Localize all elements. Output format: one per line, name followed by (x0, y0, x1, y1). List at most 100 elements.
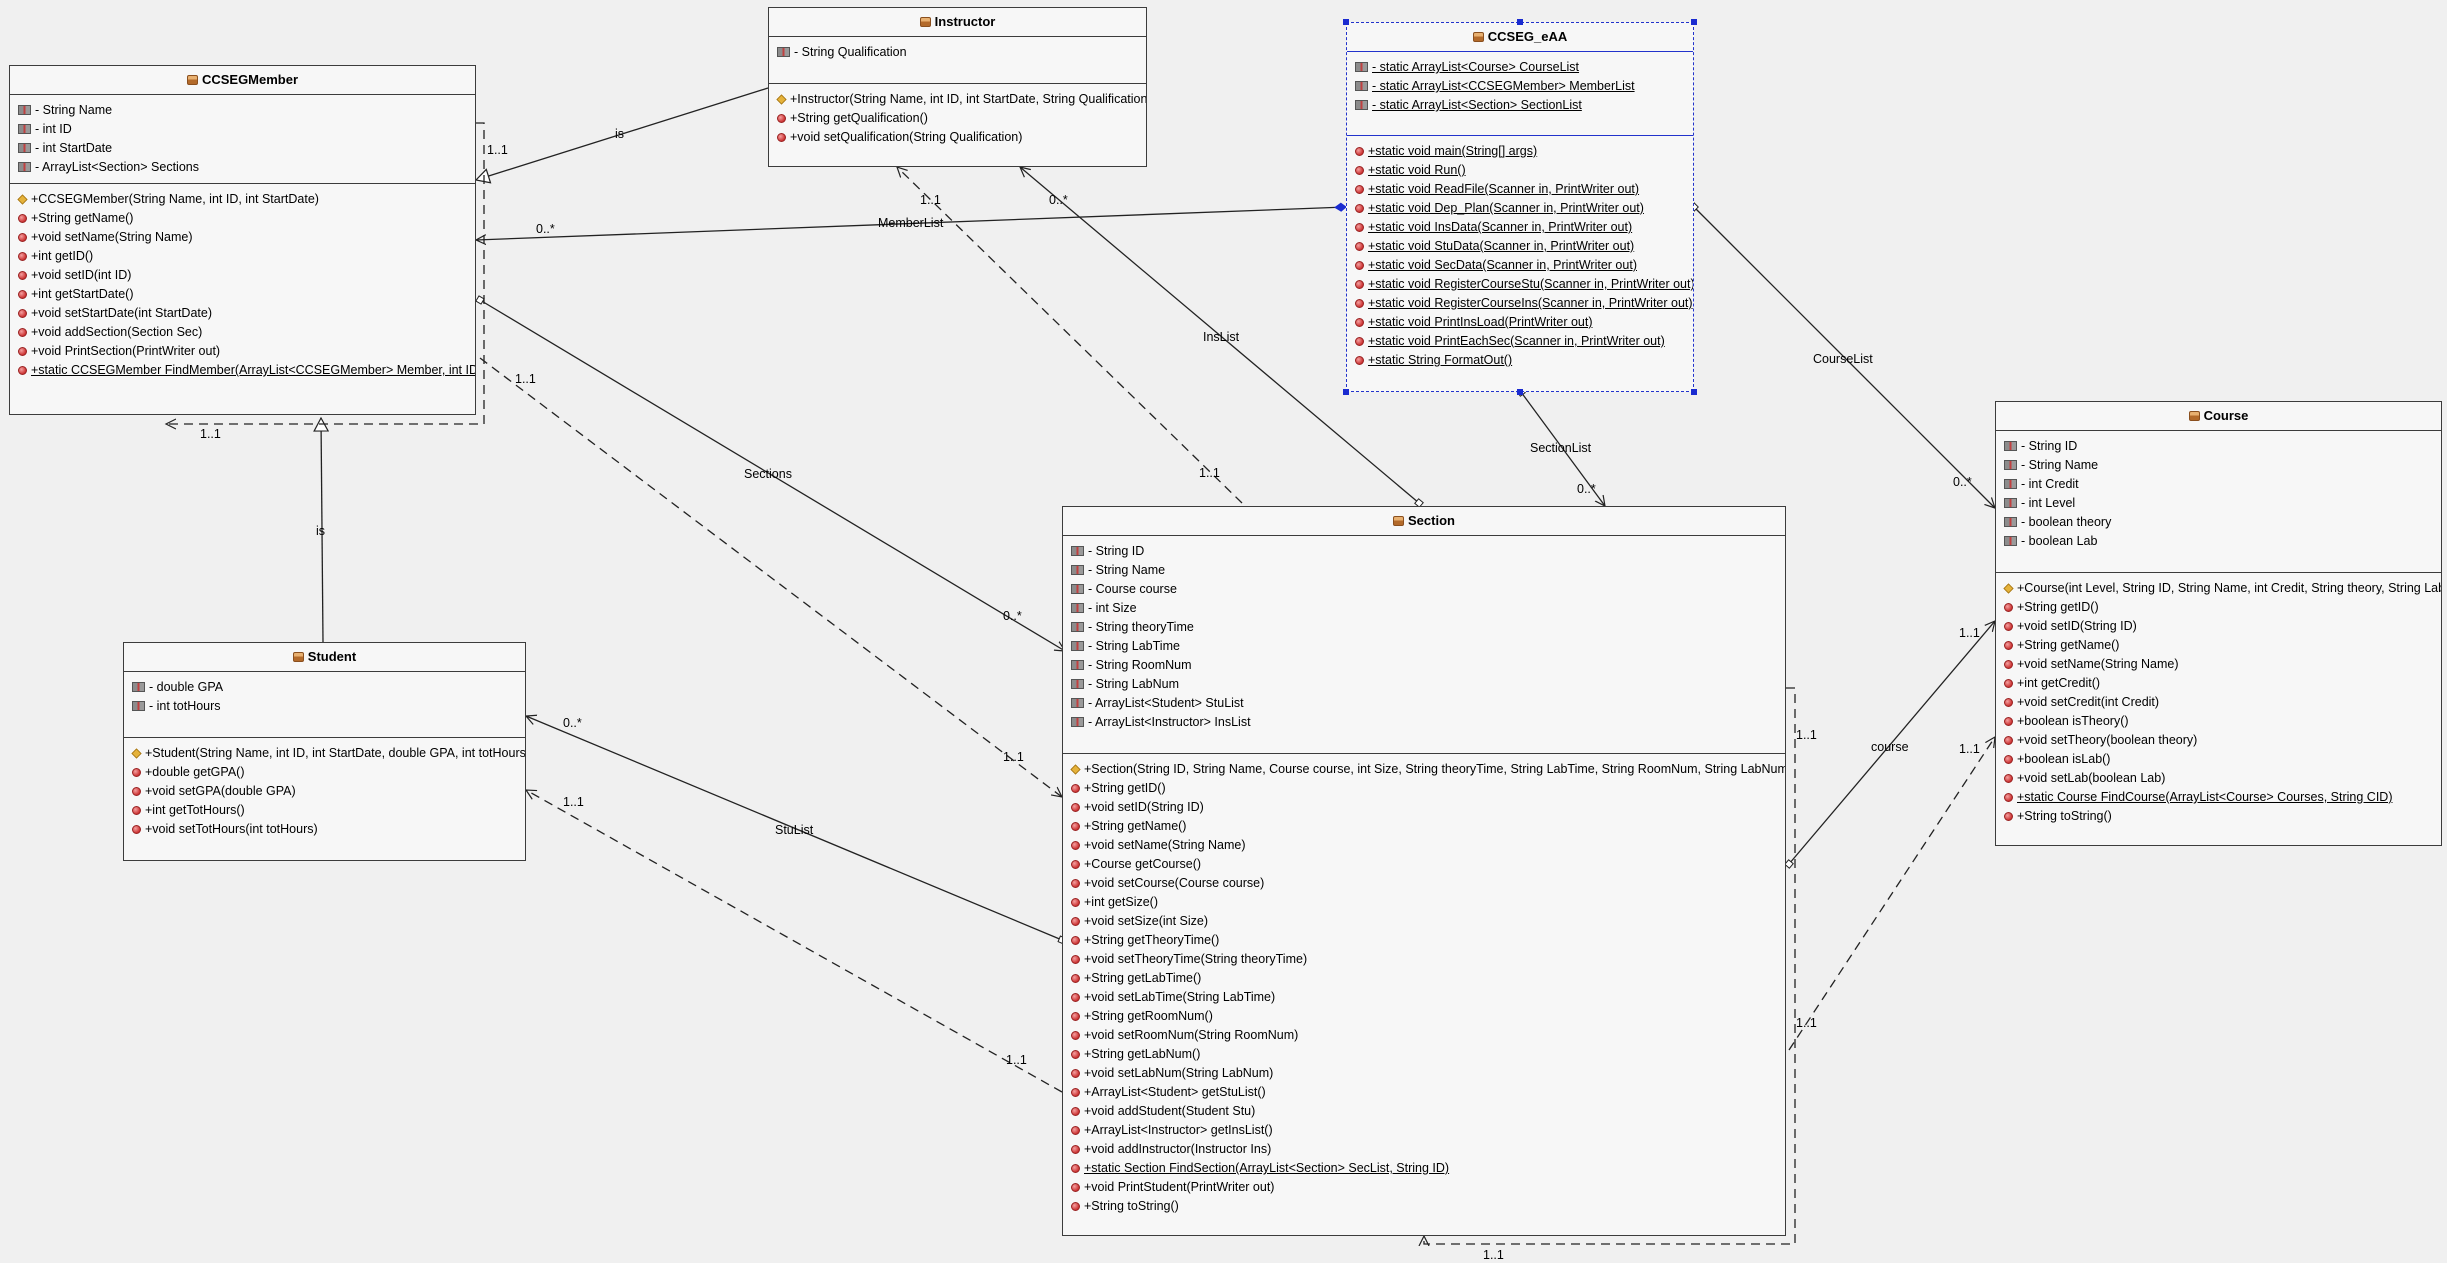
attribute-row[interactable]: - String RoomNum (1071, 656, 1779, 675)
method-row[interactable]: +boolean isTheory() (2004, 712, 2435, 731)
attribute-row[interactable]: - double GPA (132, 678, 519, 697)
constructor-row[interactable]: +Student(String Name, int ID, int StartD… (131, 744, 525, 763)
method-row[interactable]: +int getTotHours() (132, 801, 519, 820)
attribute-row[interactable]: - int ID (18, 120, 469, 139)
class-course[interactable]: Course - String ID- String Name- int Cre… (1995, 401, 2442, 846)
method-row[interactable]: +void PrintSection(PrintWriter out) (18, 342, 469, 361)
attribute-row[interactable]: - boolean theory (2004, 513, 2435, 532)
method-row[interactable]: +void PrintStudent(PrintWriter out) (1071, 1178, 1779, 1197)
method-row[interactable]: +double getGPA() (132, 763, 519, 782)
selection-handle[interactable] (1691, 389, 1697, 395)
method-row[interactable]: +static void RegisterCourseStu(Scanner i… (1355, 275, 1693, 294)
attribute-row[interactable]: - static ArrayList<CCSEGMember> MemberLi… (1355, 77, 1687, 96)
attribute-row[interactable]: - Course course (1071, 580, 1779, 599)
method-row[interactable]: +static void ReadFile(Scanner in, PrintW… (1355, 180, 1687, 199)
method-row[interactable]: +void setLab(boolean Lab) (2004, 769, 2435, 788)
method-row[interactable]: +Course getCourse() (1071, 855, 1779, 874)
method-row[interactable]: +static void StuData(Scanner in, PrintWr… (1355, 237, 1687, 256)
method-row[interactable]: +ArrayList<Student> getStuList() (1071, 1083, 1779, 1102)
method-row[interactable]: +void setRoomNum(String RoomNum) (1071, 1026, 1779, 1045)
attribute-row[interactable]: - String Qualification (777, 43, 1140, 62)
class-instructor[interactable]: Instructor - String Qualification +Instr… (768, 7, 1147, 167)
method-row[interactable]: +void setGPA(double GPA) (132, 782, 519, 801)
constructor-row[interactable]: +CCSEGMember(String Name, int ID, int St… (17, 190, 469, 209)
method-row[interactable]: +String getName() (2004, 636, 2435, 655)
attribute-row[interactable]: - String Name (18, 101, 469, 120)
method-row[interactable]: +void setID(String ID) (2004, 617, 2435, 636)
class-section[interactable]: Section - String ID- String Name- Course… (1062, 506, 1786, 1236)
attribute-row[interactable]: - int totHours (132, 697, 519, 716)
method-row[interactable]: +String getLabTime() (1071, 969, 1779, 988)
class-ccseg-eaa[interactable]: CCSEG_eAA - static ArrayList<Course> Cou… (1346, 22, 1694, 392)
constructor-row[interactable]: +Instructor(String Name, int ID, int Sta… (776, 90, 1146, 109)
selection-handle[interactable] (1517, 389, 1523, 395)
attribute-row[interactable]: - int StartDate (18, 139, 469, 158)
method-row[interactable]: +static Section FindSection(ArrayList<Se… (1071, 1159, 1779, 1178)
method-row[interactable]: +void addStudent(Student Stu) (1071, 1102, 1779, 1121)
method-row[interactable]: +void setQualification(String Qualificat… (777, 128, 1140, 147)
attribute-row[interactable]: - ArrayList<Student> StuList (1071, 694, 1779, 713)
method-row[interactable]: +static void Run() (1355, 161, 1687, 180)
method-row[interactable]: +String toString() (2004, 807, 2435, 826)
constructor-row[interactable]: +Course(int Level, String ID, String Nam… (2003, 579, 2441, 598)
attribute-row[interactable]: - String theoryTime (1071, 618, 1779, 637)
attribute-row[interactable]: - String LabTime (1071, 637, 1779, 656)
selection-handle[interactable] (1343, 389, 1349, 395)
method-row[interactable]: +static Course FindCourse(ArrayList<Cour… (2004, 788, 2435, 807)
method-row[interactable]: +String getName() (1071, 817, 1779, 836)
method-row[interactable]: +void setCourse(Course course) (1071, 874, 1779, 893)
method-row[interactable]: +static void Dep_Plan(Scanner in, PrintW… (1355, 199, 1687, 218)
method-row[interactable]: +static CCSEGMember FindMember(ArrayList… (18, 361, 475, 380)
method-row[interactable]: +void setID(String ID) (1071, 798, 1779, 817)
method-row[interactable]: +static void PrintEachSec(Scanner in, Pr… (1355, 332, 1687, 351)
method-row[interactable]: +void setSize(int Size) (1071, 912, 1779, 931)
attribute-row[interactable]: - ArrayList<Section> Sections (18, 158, 469, 177)
attribute-row[interactable]: - ArrayList<Instructor> InsList (1071, 713, 1779, 732)
method-row[interactable]: +static void InsData(Scanner in, PrintWr… (1355, 218, 1687, 237)
method-row[interactable]: +void setName(String Name) (1071, 836, 1779, 855)
method-row[interactable]: +void setCredit(int Credit) (2004, 693, 2435, 712)
method-row[interactable]: +static void RegisterCourseIns(Scanner i… (1355, 294, 1693, 313)
selection-handle[interactable] (1343, 19, 1349, 25)
attribute-row[interactable]: - String ID (1071, 542, 1779, 561)
method-row[interactable]: +ArrayList<Instructor> getInsList() (1071, 1121, 1779, 1140)
selection-handle[interactable] (1517, 19, 1523, 25)
method-row[interactable]: +static void main(String[] args) (1355, 142, 1687, 161)
method-row[interactable]: +void setID(int ID) (18, 266, 469, 285)
method-row[interactable]: +void setTheoryTime(String theoryTime) (1071, 950, 1779, 969)
method-row[interactable]: +void addSection(Section Sec) (18, 323, 469, 342)
method-row[interactable]: +int getCredit() (2004, 674, 2435, 693)
attribute-row[interactable]: - String Name (1071, 561, 1779, 580)
method-row[interactable]: +void setName(String Name) (18, 228, 469, 247)
method-row[interactable]: +String getName() (18, 209, 469, 228)
class-ccsegmember[interactable]: CCSEGMember - String Name- int ID- int S… (9, 65, 476, 415)
method-row[interactable]: +void addInstructor(Instructor Ins) (1071, 1140, 1779, 1159)
attribute-row[interactable]: - String ID (2004, 437, 2435, 456)
method-row[interactable]: +String getID() (2004, 598, 2435, 617)
method-row[interactable]: +void setTotHours(int totHours) (132, 820, 519, 839)
method-row[interactable]: +void setName(String Name) (2004, 655, 2435, 674)
selection-handle[interactable] (1691, 19, 1697, 25)
method-row[interactable]: +String getTheoryTime() (1071, 931, 1779, 950)
method-row[interactable]: +static void PrintInsLoad(PrintWriter ou… (1355, 313, 1687, 332)
method-row[interactable]: +String toString() (1071, 1197, 1779, 1216)
attribute-row[interactable]: - boolean Lab (2004, 532, 2435, 551)
method-row[interactable]: +static void SecData(Scanner in, PrintWr… (1355, 256, 1687, 275)
method-row[interactable]: +static String FormatOut() (1355, 351, 1687, 370)
class-student[interactable]: Student - double GPA- int totHours +Stud… (123, 642, 526, 861)
method-row[interactable]: +String getID() (1071, 779, 1779, 798)
attribute-row[interactable]: - int Credit (2004, 475, 2435, 494)
method-row[interactable]: +int getStartDate() (18, 285, 469, 304)
attribute-row[interactable]: - static ArrayList<Course> CourseList (1355, 58, 1687, 77)
attribute-row[interactable]: - int Level (2004, 494, 2435, 513)
constructor-row[interactable]: +Section(String ID, String Name, Course … (1070, 760, 1785, 779)
attribute-row[interactable]: - String Name (2004, 456, 2435, 475)
method-row[interactable]: +void setStartDate(int StartDate) (18, 304, 469, 323)
attribute-row[interactable]: - String LabNum (1071, 675, 1779, 694)
method-row[interactable]: +boolean isLab() (2004, 750, 2435, 769)
method-row[interactable]: +String getLabNum() (1071, 1045, 1779, 1064)
attribute-row[interactable]: - int Size (1071, 599, 1779, 618)
method-row[interactable]: +void setTheory(boolean theory) (2004, 731, 2435, 750)
method-row[interactable]: +int getID() (18, 247, 469, 266)
method-row[interactable]: +void setLabNum(String LabNum) (1071, 1064, 1779, 1083)
